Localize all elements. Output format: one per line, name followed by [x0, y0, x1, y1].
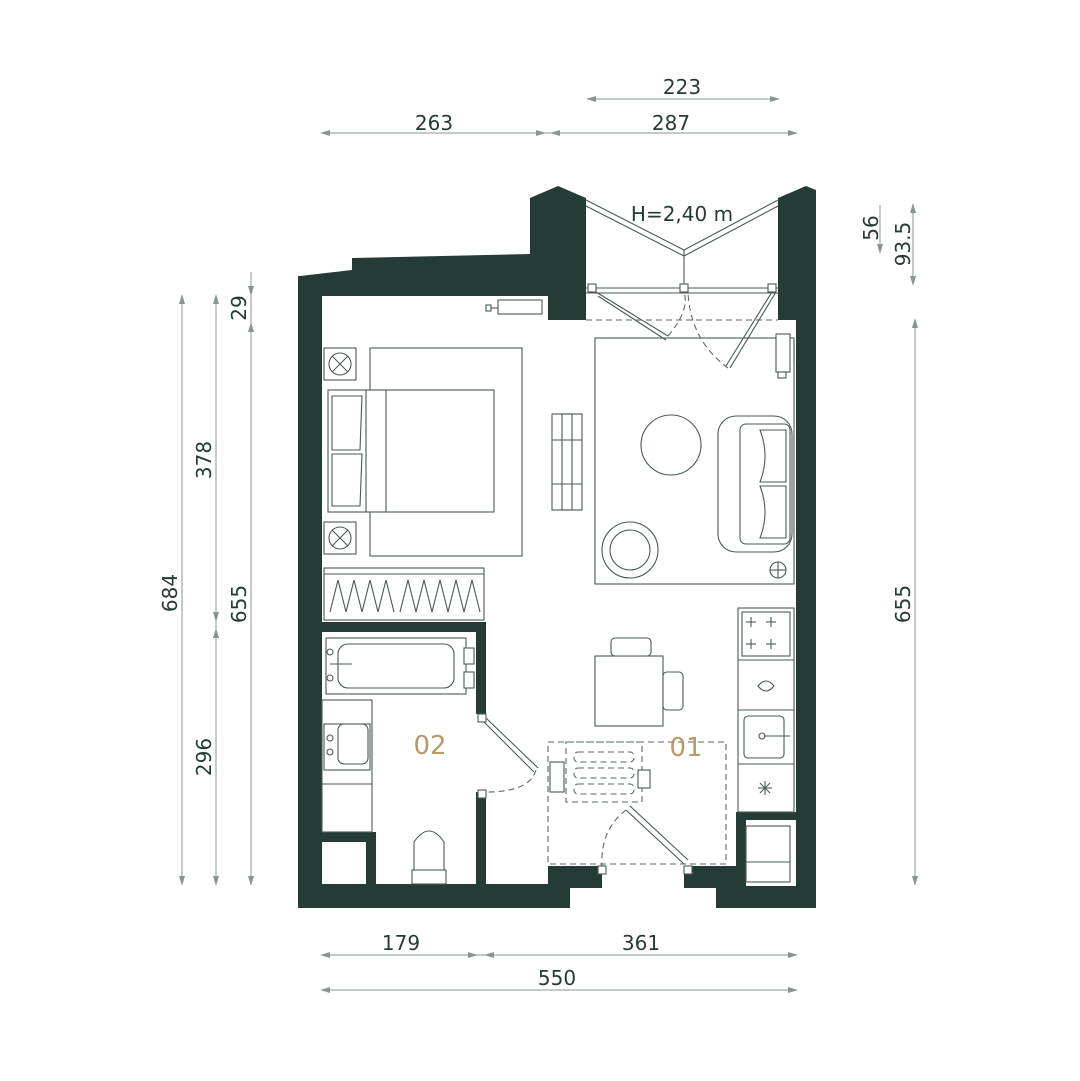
room-label-02: 02 — [413, 731, 446, 761]
dim-bottom-left: 179 — [382, 931, 420, 955]
dim-top-left: 263 — [415, 111, 453, 135]
dim-right-total: 655 — [891, 585, 915, 623]
bathroom — [321, 637, 539, 885]
walls — [298, 186, 816, 908]
dim-left-lower: 296 — [192, 738, 216, 776]
dim-right-small-b: 93.5 — [891, 222, 915, 267]
balcony — [585, 199, 779, 369]
dim-left-small: 29 — [227, 295, 251, 320]
ceiling-height: H=2,40 m — [631, 202, 733, 226]
dim-right-small-a: 56 — [859, 215, 883, 240]
kitchen — [594, 607, 795, 883]
dim-top-right: 287 — [652, 111, 690, 135]
dim-top-balcony: 223 — [663, 75, 701, 99]
room-label-01: 01 — [669, 733, 702, 763]
living-furniture — [594, 333, 795, 585]
dim-left-upper: 378 — [192, 441, 216, 479]
dim-left-inner: 655 — [227, 585, 251, 623]
dim-left-total: 684 — [158, 574, 182, 612]
bedroom-furniture — [323, 299, 583, 621]
dim-bottom-right: 361 — [622, 931, 660, 955]
dimension-lines — [179, 96, 918, 993]
dim-bottom-total: 550 — [538, 966, 576, 990]
entrance — [547, 741, 727, 875]
